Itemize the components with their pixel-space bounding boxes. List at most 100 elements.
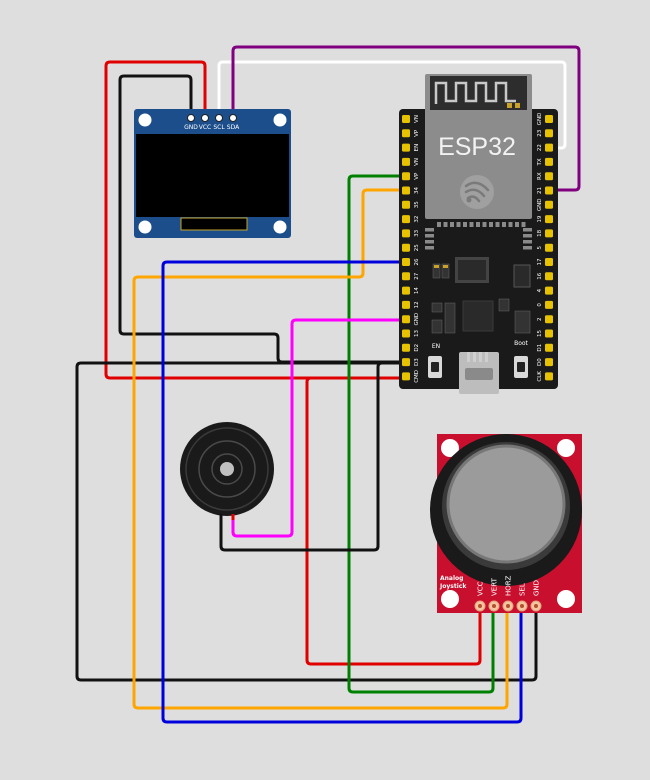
- wire-oled-gnd[interactable]: [118, 74, 409, 364]
- esp32-pin-right-19[interactable]: [545, 215, 553, 224]
- esp32-pin-left-vn[interactable]: [402, 115, 410, 123]
- oled-pin-gnd[interactable]: [187, 114, 195, 122]
- buzzer-ring: [211, 453, 243, 485]
- oled-ribbon: [180, 217, 248, 231]
- oled-pin-label: SDA: [227, 124, 240, 131]
- module-pad: [425, 228, 434, 232]
- esp32-pin-right-d1[interactable]: [545, 343, 553, 352]
- esp32-pin-label: D2: [414, 344, 420, 352]
- esp32-pin-right-15[interactable]: [545, 329, 553, 338]
- esp32-pin-left-d2[interactable]: [402, 343, 410, 352]
- usb-opening: [465, 368, 493, 380]
- esp32-pin-label: VP: [414, 129, 420, 137]
- esp32-pin-right-18[interactable]: [545, 229, 553, 238]
- esp32-pin-right-22[interactable]: [545, 143, 553, 152]
- esp32-pin-left-d3[interactable]: [402, 358, 410, 367]
- wire-oled-scl[interactable]: [217, 60, 567, 150]
- esp32-pin-left-26[interactable]: [402, 258, 410, 266]
- oled-pin-label: GND: [184, 124, 198, 131]
- esp32-pin-label: D1: [537, 344, 543, 352]
- oled-display[interactable]: GND VCC SCL SDA: [134, 109, 291, 238]
- esp32-pin-label: D0: [537, 358, 543, 366]
- esp32-pin-left-34[interactable]: [402, 186, 410, 195]
- esp32-pin-right-clk[interactable]: [545, 372, 553, 381]
- wire-joystick-vert[interactable]: [347, 174, 495, 694]
- joystick-knob[interactable]: [446, 444, 566, 564]
- oled-pin-scl[interactable]: [215, 114, 223, 122]
- esp32-pin-label: CMD: [414, 370, 420, 383]
- usb-header-pins: [467, 352, 488, 362]
- antenna-pad: [515, 103, 520, 108]
- esp32-pin-right-23[interactable]: [545, 129, 553, 138]
- wire-oled-vcc[interactable]: [104, 60, 409, 380]
- module-pad: [489, 222, 493, 227]
- esp32-pin-right-4[interactable]: [545, 286, 553, 295]
- esp32-pin-left-14[interactable]: [402, 286, 410, 295]
- oled-mount-hole: [138, 113, 152, 127]
- module-pad: [521, 222, 526, 227]
- esp32-pin-right-21[interactable]: [545, 186, 553, 195]
- esp32-pin-left-27[interactable]: [402, 272, 410, 281]
- esp32-pin-right-16[interactable]: [545, 272, 553, 281]
- esp32-pin-left-35[interactable]: [402, 200, 410, 209]
- esp32-pin-left-vp[interactable]: [402, 129, 410, 138]
- esp32-pin-left-cmd[interactable]: [402, 372, 410, 381]
- esp32-pin-right-gnd[interactable]: [545, 115, 553, 123]
- esp32-pin-right-17[interactable]: [545, 258, 553, 266]
- wire-joystick-horz[interactable]: [132, 188, 509, 710]
- module-pad: [437, 222, 441, 227]
- wire-joystick-vcc[interactable]: [305, 376, 482, 666]
- oled-mount-hole: [273, 113, 287, 127]
- esp32-pin-right-rx[interactable]: [545, 172, 553, 181]
- buzzer-ring: [198, 440, 256, 498]
- esp32-pin-left-33[interactable]: [402, 229, 410, 238]
- esp32-pin-label: 23: [537, 129, 543, 136]
- oled-mount-hole: [138, 220, 152, 234]
- oled-pins: GND VCC SCL SDA: [184, 114, 240, 131]
- esp32-pin-left-25[interactable]: [402, 243, 410, 252]
- module-pad: [469, 222, 474, 227]
- oled-pin-sda[interactable]: [229, 114, 237, 122]
- antenna-trace: [434, 81, 516, 104]
- esp32-pin-label: 12: [414, 301, 420, 308]
- wire-buzzer-gnd[interactable]: [219, 361, 409, 552]
- esp32-pin-left-gnd[interactable]: [402, 315, 410, 324]
- wire-joystick-gnd[interactable]: [75, 361, 538, 682]
- esp32-pin-left-32[interactable]: [402, 215, 410, 224]
- joystick-title: Analog: [440, 575, 463, 582]
- esp32-pin-left-vn[interactable]: [402, 157, 410, 166]
- joystick-pin-label: HORZ: [505, 575, 513, 596]
- esp32-pin-right-5[interactable]: [545, 243, 553, 252]
- component-smd: [441, 263, 450, 279]
- esp32-pin-label: 22: [537, 144, 543, 151]
- buzzer[interactable]: [180, 422, 274, 520]
- esp32-pin-right-d0[interactable]: [545, 358, 553, 367]
- esp32-pin-left-12[interactable]: [402, 300, 410, 309]
- wire-joystick-sel[interactable]: [161, 260, 523, 724]
- wire-buzzer-signal[interactable]: [231, 318, 409, 538]
- esp32-pin-label: RX: [537, 172, 543, 180]
- esp32-pin-right-0[interactable]: [545, 300, 553, 309]
- esp32-module-shield: [425, 74, 532, 219]
- esp32-pin-left-vp[interactable]: [402, 172, 410, 181]
- esp32-pin-label: 14: [414, 287, 420, 294]
- esp32-pin-label: 33: [414, 229, 420, 236]
- joystick-pin-label: GND: [533, 580, 541, 596]
- en-button-cap: [431, 362, 439, 372]
- esp32-pin-left-en[interactable]: [402, 143, 410, 152]
- wire-oled-sda[interactable]: [231, 45, 581, 192]
- joystick-pin-hole: [520, 604, 524, 608]
- esp32-pin-label: 16: [537, 272, 543, 279]
- esp32-pin-right-tx[interactable]: [545, 157, 553, 166]
- esp32-pin-right-2[interactable]: [545, 315, 553, 324]
- module-pad: [482, 222, 487, 227]
- oled-pin-label: SCL: [213, 124, 225, 131]
- oled-pin-vcc[interactable]: [201, 114, 209, 122]
- esp32-pin-left-13[interactable]: [402, 329, 410, 338]
- esp32-pin-right-gnd[interactable]: [545, 200, 553, 209]
